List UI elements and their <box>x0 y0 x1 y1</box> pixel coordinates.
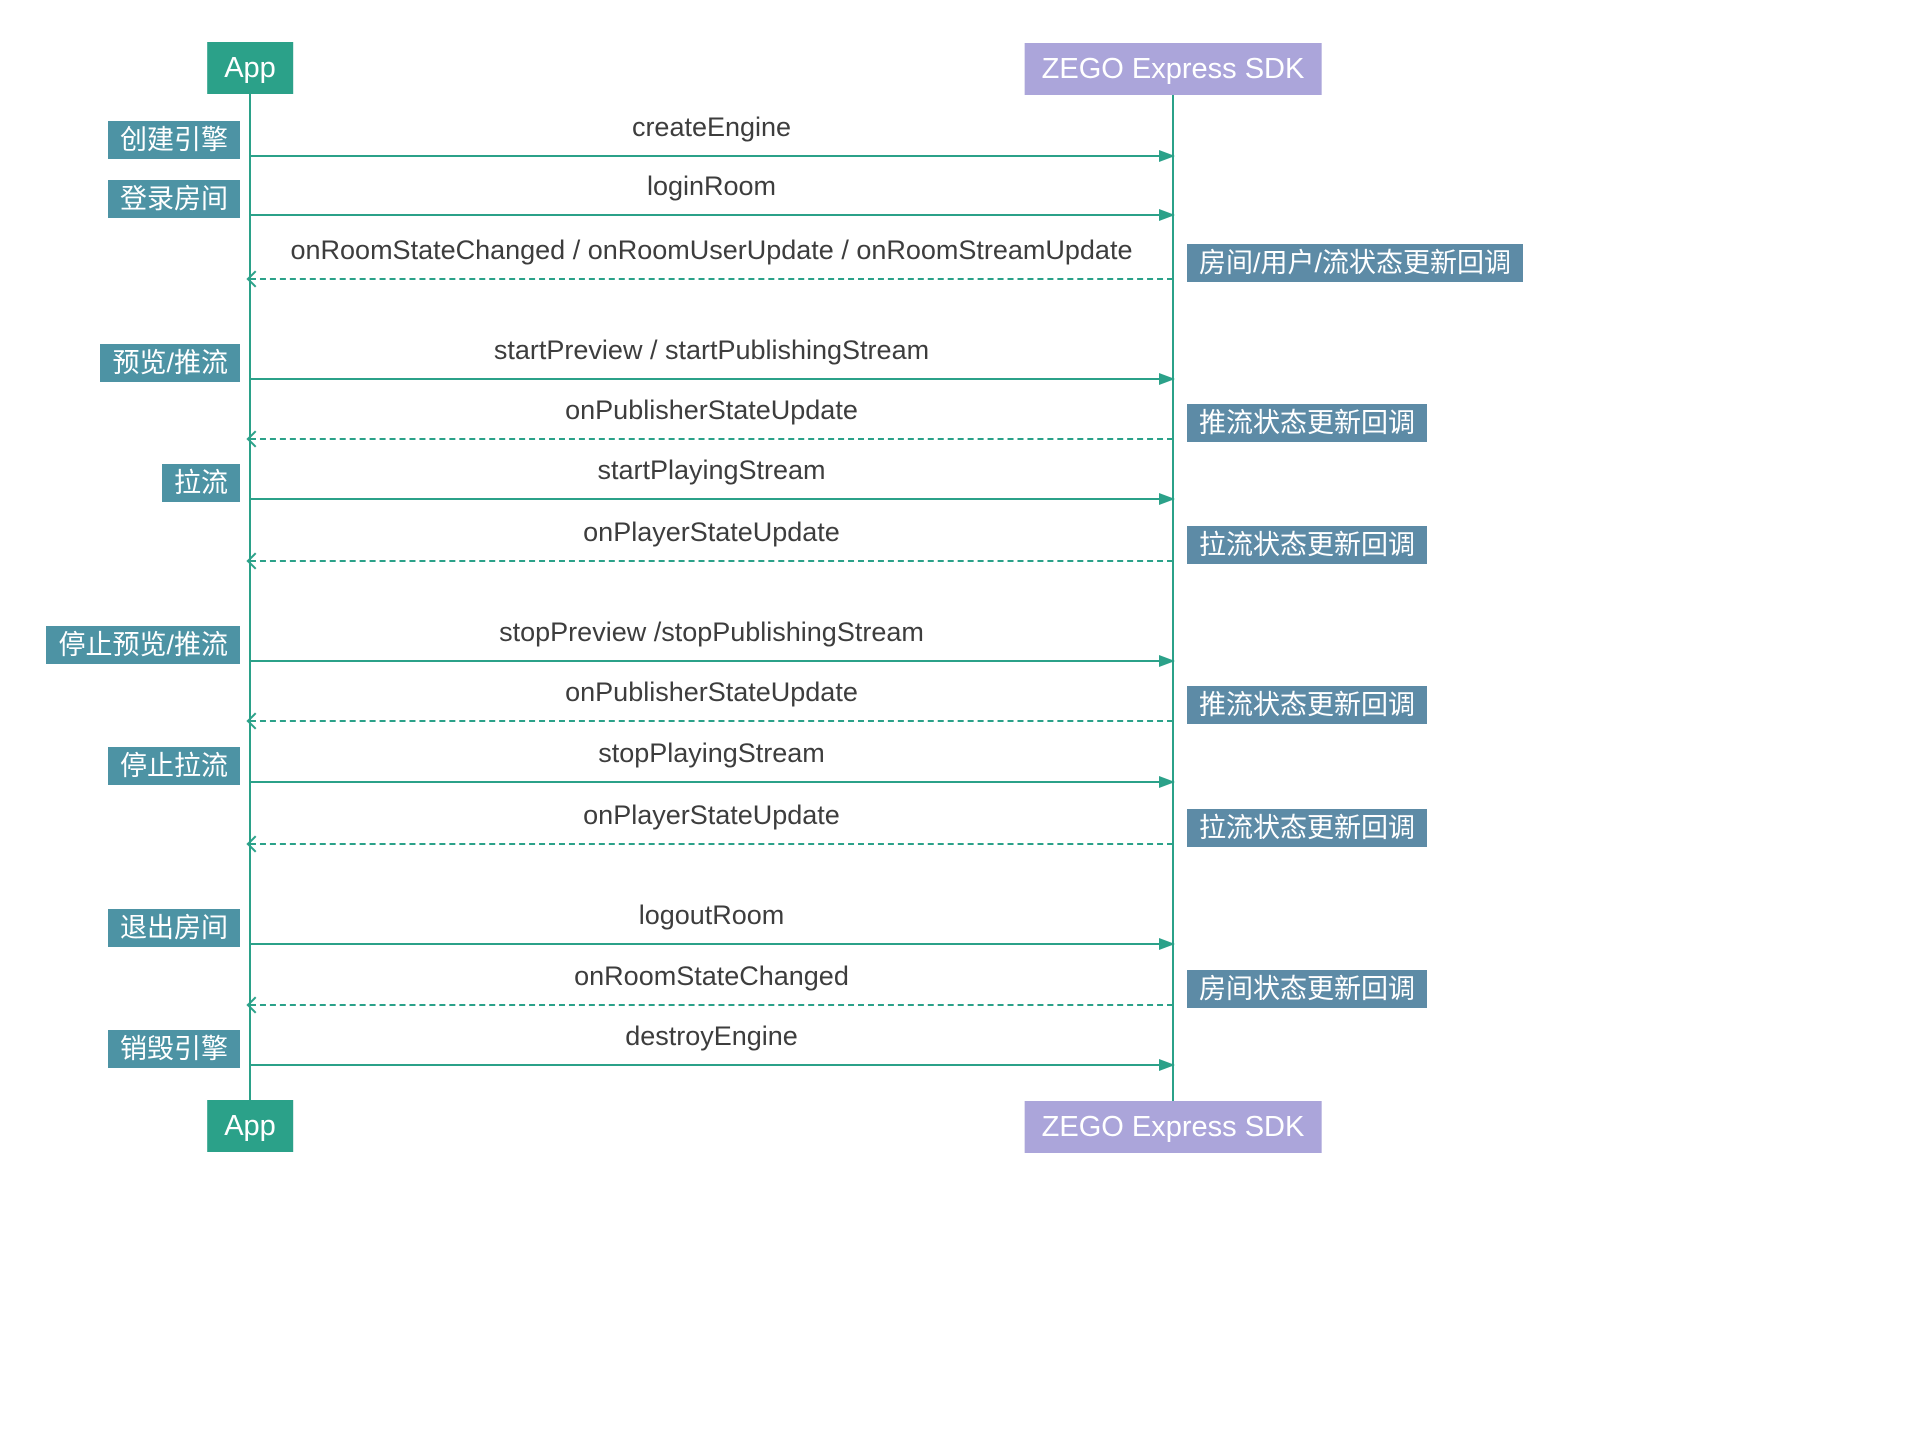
step-label: 停止拉流 <box>108 747 240 785</box>
message-text: logoutRoom <box>638 900 785 930</box>
message-arrow-line <box>250 781 1173 783</box>
message-arrow-line <box>250 660 1173 662</box>
arrow-right-icon <box>1159 1059 1175 1071</box>
arrow-right-icon <box>1159 373 1175 385</box>
message-text: onRoomStateChanged <box>574 961 849 991</box>
callback-label: 房间状态更新回调 <box>1187 970 1427 1008</box>
message-text: onPlayerStateUpdate <box>583 800 840 830</box>
arrow-right-icon <box>1159 776 1175 788</box>
arrow-right-icon <box>1159 493 1175 505</box>
sequence-row: 推流状态更新回调 onPublisherStateUpdate <box>246 672 1427 730</box>
callback-arrow-line <box>250 720 1173 722</box>
message-text: onRoomStateChanged / onRoomUserUpdate / … <box>290 235 1133 265</box>
arrow-right-icon <box>1159 655 1175 667</box>
callback-arrow-line <box>250 278 1173 280</box>
sequence-row: 房间状态更新回调 onRoomStateChanged <box>246 956 1427 1014</box>
message-text: startPlayingStream <box>597 455 826 485</box>
step-label: 登录房间 <box>108 180 240 218</box>
message-text: startPreview / startPublishingStream <box>493 335 930 365</box>
callback-label: 拉流状态更新回调 <box>1187 526 1427 564</box>
callback-arrow-line <box>250 438 1173 440</box>
callback-arrow-line <box>250 843 1173 845</box>
callback-label: 拉流状态更新回调 <box>1187 809 1427 847</box>
message-arrow-line <box>250 498 1173 500</box>
message-arrow-line <box>250 155 1173 157</box>
lifeline-sdk <box>1172 92 1174 1104</box>
actor-app-bottom: App <box>207 1100 293 1152</box>
lifeline-app <box>249 94 251 1102</box>
sequence-row: 停止预览/推流 stopPreview /stopPublishingStrea… <box>46 612 1175 667</box>
message-text: stopPreview /stopPublishingStream <box>499 617 924 647</box>
sequence-row: 创建引擎 createEngine <box>108 107 1175 162</box>
actor-sdk-top: ZEGO Express SDK <box>1024 43 1322 95</box>
message-text: createEngine <box>631 112 792 142</box>
message-arrow-line <box>250 214 1173 216</box>
message-text: onPublisherStateUpdate <box>565 677 858 707</box>
message-arrow-line <box>250 1064 1173 1066</box>
message-text: loginRoom <box>646 171 777 201</box>
callback-label: 房间/用户/流状态更新回调 <box>1187 244 1524 282</box>
message-arrow-line <box>250 378 1173 380</box>
message-text: stopPlayingStream <box>598 738 825 768</box>
callback-arrow-line <box>250 1004 1173 1006</box>
sequence-row: 拉流状态更新回调 onPlayerStateUpdate <box>246 512 1427 570</box>
arrow-right-icon <box>1159 209 1175 221</box>
message-text: onPlayerStateUpdate <box>583 517 840 547</box>
sequence-row: 推流状态更新回调 onPublisherStateUpdate <box>246 390 1427 448</box>
sequence-row: 预览/推流 startPreview / startPublishingStre… <box>100 330 1175 385</box>
message-text: destroyEngine <box>625 1021 798 1051</box>
arrow-right-icon <box>1159 938 1175 950</box>
actor-sdk-bottom: ZEGO Express SDK <box>1024 1101 1322 1153</box>
callback-label: 推流状态更新回调 <box>1187 404 1427 442</box>
message-text: onPublisherStateUpdate <box>565 395 858 425</box>
sequence-row: 登录房间 loginRoom <box>108 166 1175 221</box>
callback-arrow-line <box>250 560 1173 562</box>
sequence-row: 退出房间 logoutRoom <box>108 895 1175 950</box>
step-label: 拉流 <box>162 464 240 502</box>
step-label: 创建引擎 <box>108 121 240 159</box>
sequence-row: 停止拉流 stopPlayingStream <box>108 733 1175 788</box>
step-label: 退出房间 <box>108 909 240 947</box>
step-label: 停止预览/推流 <box>46 626 240 664</box>
step-label: 销毁引擎 <box>108 1030 240 1068</box>
sequence-row: 拉流状态更新回调 onPlayerStateUpdate <box>246 795 1427 853</box>
message-arrow-line <box>250 943 1173 945</box>
actor-app-top: App <box>207 42 293 94</box>
sequence-row: 销毁引擎 destroyEngine <box>108 1016 1175 1071</box>
arrow-right-icon <box>1159 150 1175 162</box>
sequence-row: 拉流 startPlayingStream <box>162 450 1175 505</box>
step-label: 预览/推流 <box>100 344 240 382</box>
sequence-row: 房间/用户/流状态更新回调 onRoomStateChanged / onRoo… <box>246 230 1524 288</box>
callback-label: 推流状态更新回调 <box>1187 686 1427 724</box>
